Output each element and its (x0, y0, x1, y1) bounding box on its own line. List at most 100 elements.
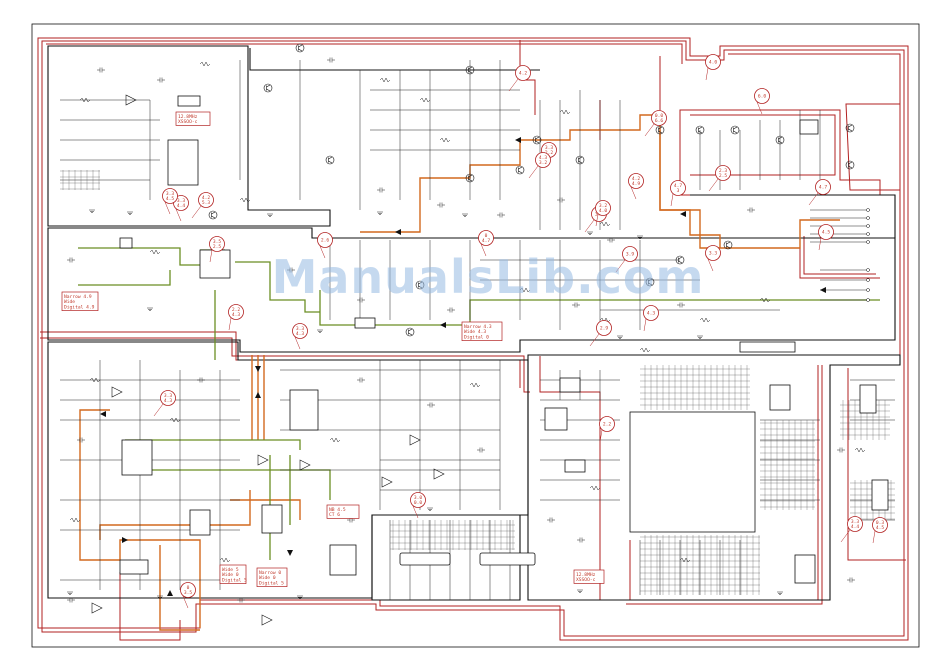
callout-value: 3.3 (296, 326, 305, 332)
voltage-callout: 3.52.5 (209, 236, 225, 263)
callout-value: 3.2 (599, 203, 608, 209)
note-line: Digital 4.9 (64, 304, 95, 310)
note-line: Wide 5 (222, 567, 239, 573)
note-line: 12.8MHz (576, 572, 596, 578)
callout-value: 3.5 (184, 590, 193, 596)
voltage-callout: 03.5 (180, 582, 196, 609)
note-line: XSSOO-c (178, 119, 198, 125)
voltage-callout: 6.0 (754, 88, 770, 115)
callout-value: 4.7 (482, 238, 491, 244)
callout-value: 0 (187, 585, 190, 591)
voltage-callout: 4.0 (705, 54, 721, 81)
voltage-callout: 4.5 (818, 224, 834, 251)
power-ic (794, 554, 816, 584)
voltage-callout: 2.2 (599, 416, 615, 443)
callout-value: 3.3 (851, 519, 860, 525)
mode-note: NB 4.5CT 6 (326, 504, 360, 519)
voltage-callout: 4.33.2 (528, 152, 551, 179)
callout-value: 5.3 (202, 200, 211, 206)
callout-value: 2.6 (321, 238, 330, 244)
audio-ic (121, 439, 153, 476)
voltage-callout: 3.9 (615, 246, 638, 273)
voltage-callout: 4.3 (643, 305, 659, 332)
note-line: 12.8MHz (178, 114, 198, 120)
callout-value: 3.3 (545, 145, 554, 151)
callout-value: 0.0 (414, 500, 423, 506)
callout-value: 4.5 (822, 230, 831, 236)
callout-value: 3.3 (709, 251, 718, 257)
callout-value: 4.0 (599, 208, 608, 214)
note-line: Digital 5 (259, 580, 284, 586)
filter-ic (119, 559, 149, 575)
memory-ic (769, 384, 791, 411)
note-line: Narrow 0 (259, 570, 281, 576)
eeprom-ic (544, 407, 568, 431)
callout-value: 6.0 (758, 94, 767, 100)
callout-value: 4.5 (166, 196, 175, 202)
terminals (866, 208, 870, 302)
note-line: Wide 0 (222, 572, 239, 578)
buffer-ic (871, 479, 889, 511)
callout-value: 4.7 (674, 183, 683, 189)
callout-value: 3.3 (164, 393, 173, 399)
note-line: NB 4.5 (329, 507, 346, 513)
note-line: Wide 0 (259, 575, 276, 581)
voltage-callout: 3.34.5 (162, 188, 178, 215)
callout-value: 4.2 (202, 195, 211, 201)
bus-fields (60, 170, 895, 595)
note-line: Wide 4.3 (464, 329, 486, 335)
callout-value: 4.9 (632, 181, 641, 187)
if-ic (199, 249, 231, 279)
callout-value: 3.2 (539, 160, 548, 166)
voltage-callout: 2.9 (589, 320, 612, 347)
dac-ic (859, 384, 877, 414)
callout-value: 3.5 (213, 239, 222, 245)
opamp-ic-2 (261, 504, 283, 534)
callout-value: 4.3 (232, 312, 241, 318)
opamp-ic-1 (189, 509, 211, 536)
mixer-ic (799, 119, 819, 135)
voltage-callout: 4.24.9 (628, 173, 644, 200)
callout-value: 4.7 (819, 185, 828, 191)
callout-value: 2.3 (719, 168, 728, 174)
page-frame (31, 23, 920, 648)
note-line: Digital 5 (222, 577, 247, 583)
switch-ic (559, 377, 581, 393)
callout-value: 6.6 (655, 118, 664, 124)
callout-value: 2.2 (232, 307, 241, 313)
callout-value: 4.0 (709, 60, 718, 66)
signal-arrows (100, 137, 826, 596)
callout-value: 2.5 (213, 244, 222, 250)
tcxo-module (177, 95, 201, 107)
reset-ic (564, 459, 586, 473)
callout-value: 0.3 (876, 520, 885, 526)
xtal-filter (119, 237, 133, 249)
callout-value: 0.0 (655, 113, 664, 119)
note-line: CT 6 (329, 512, 340, 518)
callout-value: 2.5 (719, 173, 728, 179)
callout-value: 4.3 (164, 398, 173, 404)
callout-value: 4.5 (876, 525, 885, 531)
callout-value: 4.4 (851, 524, 860, 530)
regulator-ic (329, 544, 357, 576)
callout-value: 4.4 (177, 203, 186, 209)
codec-ic (289, 389, 319, 431)
main-cpu-ic (629, 411, 756, 533)
note-line: XSSOO-c (576, 577, 596, 583)
transistors (208, 43, 855, 337)
callout-value: 4.2 (632, 176, 641, 182)
note-line: Digital 0 (464, 334, 489, 340)
note-line: Wide (64, 299, 75, 305)
callout-value: 4.3 (539, 155, 548, 161)
callout-value: 4.3 (647, 311, 656, 317)
callout-value: 3.9 (626, 252, 635, 258)
voltage-callout: 3.00.0 (410, 492, 426, 519)
callout-value: 3.3 (166, 191, 175, 197)
